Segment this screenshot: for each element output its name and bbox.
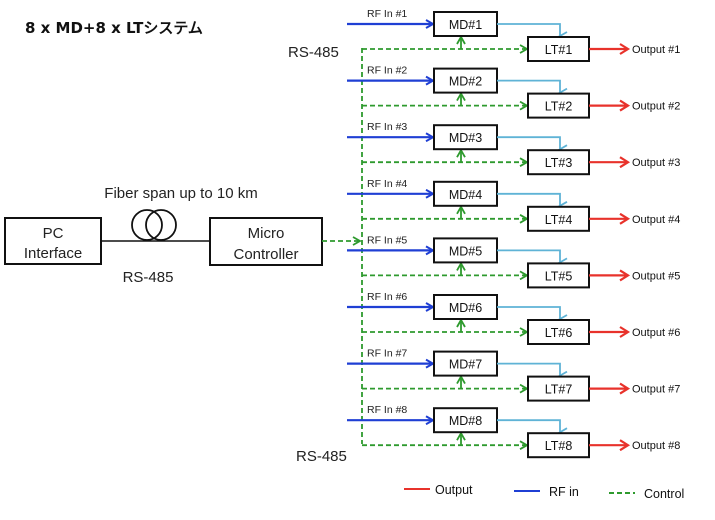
output-label: Output #3 <box>632 157 680 169</box>
output-label: Output #1 <box>632 44 680 56</box>
md-block: MD#5 <box>433 237 498 264</box>
channels: RF In #1 MD#1LT#1 Output #1 RF In #2 MD#2LT#… <box>347 8 680 459</box>
rf-in-label: RF In #5 <box>367 234 407 246</box>
fiber-coil-icon <box>131 209 177 241</box>
rf-in-label: RF In #8 <box>367 404 407 416</box>
micro-controller-block: Micro Controller <box>209 217 323 266</box>
md-to-lt-arrow <box>497 419 568 437</box>
legend: Output RF in Control <box>404 483 684 501</box>
legend-rf-in-label: RF in <box>549 485 579 499</box>
lt-block: LT#7 <box>527 375 590 402</box>
lt-block: LT#3 <box>527 149 590 176</box>
lt-block: LT#6 <box>527 319 590 345</box>
md-block: MD#7 <box>433 350 498 377</box>
lt-block: LT#2 <box>527 92 590 119</box>
rf-in-label: RF In #1 <box>367 8 407 20</box>
md-to-lt-arrow <box>497 23 568 41</box>
micro-controller-label-line1: Micro <box>248 225 285 242</box>
lt-label: LT#3 <box>545 156 573 170</box>
rf-in-label: RF In #6 <box>367 291 407 303</box>
output-label: Output #7 <box>632 384 680 396</box>
channel-row: RF In #3 MD#3LT#3 Output #3 <box>347 121 680 176</box>
md-label: MD#4 <box>449 188 482 202</box>
lt-block: LT#1 <box>527 36 590 62</box>
md-block: MD#3 <box>433 124 498 151</box>
rs485-left-label: RS-485 <box>123 269 174 286</box>
md-label: MD#1 <box>449 18 482 32</box>
pc-interface-label-line2: Interface <box>24 245 82 262</box>
rf-in-label: RF In #4 <box>367 178 407 190</box>
output-label: Output #4 <box>632 214 680 226</box>
md-label: MD#7 <box>449 358 482 372</box>
md-to-lt-arrow <box>497 79 568 98</box>
md-block: MD#1 <box>433 11 498 37</box>
channel-row: RF In #7 MD#7LT#7 Output #7 <box>347 348 680 402</box>
md-to-lt-arrow <box>497 136 568 154</box>
rf-in-label: RF In #2 <box>367 65 407 77</box>
legend-output-label: Output <box>435 483 473 497</box>
md-label: MD#3 <box>449 131 482 145</box>
fiber-span-label: Fiber span up to 10 km <box>104 185 257 202</box>
output-label: Output #8 <box>632 440 680 452</box>
md-label: MD#2 <box>449 75 482 89</box>
md-to-lt-arrow <box>497 362 568 381</box>
channel-row: RF In #5 MD#5LT#5 Output #5 <box>347 234 680 289</box>
lt-label: LT#8 <box>545 439 573 453</box>
legend-control-label: Control <box>644 487 684 501</box>
output-label: Output #2 <box>632 101 680 113</box>
channel-row: RF In #2 MD#2LT#2 Output #2 <box>347 65 680 119</box>
lt-label: LT#6 <box>545 326 573 340</box>
md-label: MD#8 <box>449 414 482 428</box>
output-label: Output #5 <box>632 270 680 282</box>
channel-row: RF In #6 MD#6LT#6 Output #6 <box>347 291 680 345</box>
md-block: MD#6 <box>433 294 498 320</box>
channel-row: RF In #1 MD#1LT#1 Output #1 <box>347 8 680 62</box>
lt-label: LT#2 <box>545 100 573 114</box>
pc-interface-label-line1: PC <box>43 225 64 242</box>
lt-block: LT#4 <box>527 205 590 232</box>
md-to-lt-arrow <box>497 249 568 268</box>
md-block: MD#8 <box>433 407 498 434</box>
lt-label: LT#5 <box>545 269 573 283</box>
md-block: MD#2 <box>433 67 498 94</box>
lt-label: LT#1 <box>545 43 573 57</box>
md-label: MD#5 <box>449 244 482 258</box>
lt-block: LT#8 <box>527 432 590 459</box>
pc-interface-block: PC Interface <box>4 217 102 265</box>
micro-controller-label-line2: Controller <box>233 246 298 263</box>
lt-label: LT#4 <box>545 213 573 227</box>
rf-in-label: RF In #3 <box>367 121 407 133</box>
rs485-bottom-label: RS-485 <box>296 448 347 465</box>
channel-row: RF In #4 MD#4LT#4 Output #4 <box>347 178 680 232</box>
md-to-lt-arrow <box>497 192 568 211</box>
md-block: MD#4 <box>433 180 498 207</box>
rf-in-label: RF In #7 <box>367 348 407 360</box>
md-label: MD#6 <box>449 301 482 315</box>
channel-row: RF In #8 MD#8LT#8 Output #8 <box>347 404 680 459</box>
output-label: Output #6 <box>632 327 680 339</box>
rs485-top-label: RS-485 <box>288 44 339 61</box>
md-to-lt-arrow <box>497 306 568 324</box>
lt-block: LT#5 <box>527 262 590 289</box>
lt-label: LT#7 <box>545 383 573 397</box>
diagram-title: 8 x MD+8 x LTシステム <box>25 19 203 37</box>
